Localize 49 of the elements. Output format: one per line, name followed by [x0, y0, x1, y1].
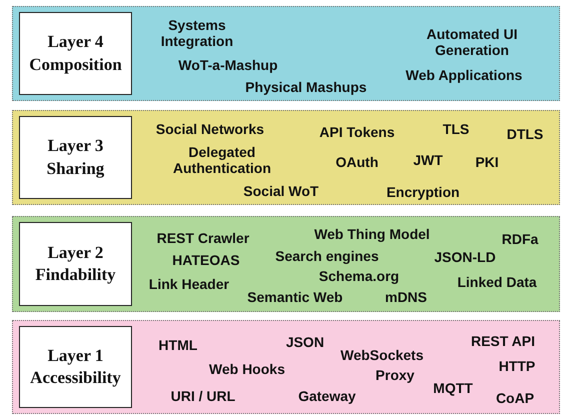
technology-term: mDNS: [385, 288, 427, 306]
technology-term: TLS: [442, 120, 470, 138]
layer-title: Layer 1 Accessibility: [29, 344, 122, 389]
technology-term: WoT-a-Mashup: [178, 56, 278, 74]
technology-term: CoAP: [496, 390, 534, 406]
layer-label-box: [19, 12, 132, 95]
technology-term: RDFa: [502, 230, 538, 248]
layer-band: [12, 216, 560, 312]
technology-term: Linked Data: [457, 274, 537, 290]
technology-term: Search engines: [275, 248, 379, 264]
layer-label-box: [19, 116, 132, 199]
technology-term: Automated UI Generation: [426, 26, 518, 58]
technology-term: Social Networks: [156, 120, 264, 138]
technology-term: PKI: [475, 154, 499, 170]
layer-label-box: [19, 326, 132, 408]
layer-label-box: [19, 222, 132, 306]
technology-term: REST Crawler: [156, 230, 250, 246]
layer-title: Layer 4 Composition: [28, 31, 123, 76]
technology-term: Systems Integration: [160, 16, 234, 50]
layer-band: [12, 110, 560, 205]
technology-term: Proxy: [376, 366, 414, 384]
technology-term: Schema.org: [318, 268, 400, 284]
layer-title: Layer 2 Findability: [34, 242, 117, 286]
technology-term: OAuth: [336, 154, 378, 170]
technology-term: DTLS: [506, 126, 544, 142]
technology-term: Gateway: [298, 388, 356, 404]
technology-term: HATEOAS: [172, 252, 240, 268]
technology-term: Web Applications: [406, 66, 522, 84]
technology-term: Social WoT: [243, 182, 319, 200]
technology-term: Encryption: [386, 184, 460, 200]
technology-term: JWT: [413, 152, 443, 168]
technology-term: WebSockets: [340, 346, 424, 364]
layer-band: [12, 320, 560, 414]
layer-title: Layer 3 Sharing: [46, 135, 106, 180]
technology-term: Physical Mashups: [245, 78, 367, 96]
technology-term: API Tokens: [319, 124, 395, 140]
technology-term: JSON-LD: [434, 248, 496, 266]
technology-term: Semantic Web: [247, 288, 343, 306]
technology-term: HTML: [158, 336, 198, 354]
layer-band: [12, 6, 560, 101]
technology-term: URI / URL: [170, 388, 236, 404]
technology-term: Web Hooks: [209, 360, 285, 378]
technology-term: Link Header: [148, 276, 230, 292]
technology-term: HTTP: [498, 358, 536, 374]
technology-term: Delegated Authentication: [172, 144, 272, 176]
technology-term: JSON: [286, 334, 324, 350]
technology-term: MQTT: [433, 380, 473, 396]
technology-term: REST API: [470, 332, 536, 350]
technology-term: Web Thing Model: [314, 226, 430, 242]
